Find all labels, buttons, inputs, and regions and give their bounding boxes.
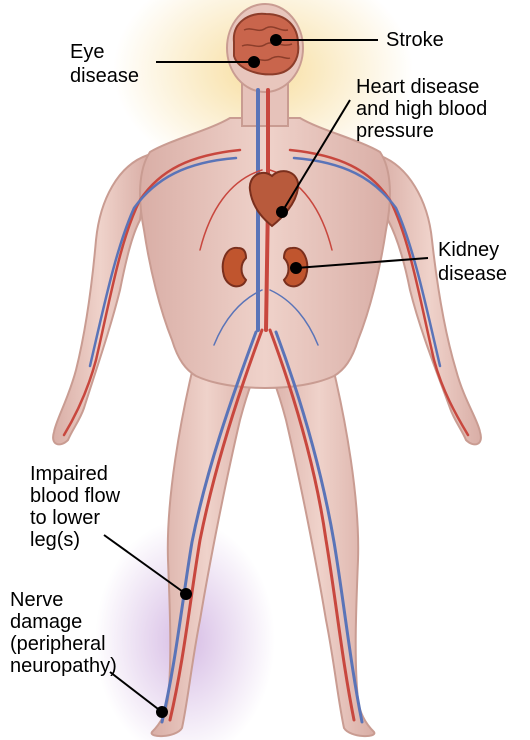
right-arm xyxy=(378,155,481,444)
torso xyxy=(140,118,390,388)
label-kidney-disease: Kidney disease xyxy=(438,239,507,285)
label-legflow-line-1: Impaired xyxy=(30,463,108,485)
label-stroke-line-1: Stroke xyxy=(386,29,444,51)
kidney-dot xyxy=(290,262,302,274)
label-nerve-line-2: damage xyxy=(10,611,82,633)
label-nerve-line-1: Nerve xyxy=(10,589,63,611)
label-legflow-line-2: blood flow xyxy=(30,485,121,507)
label-legflow-line-4: leg(s) xyxy=(30,529,80,551)
label-kidney-line-1: Kidney xyxy=(438,239,499,261)
legflow-dot xyxy=(180,588,192,600)
label-eye-line-2: disease xyxy=(70,65,139,87)
left-kidney xyxy=(223,248,246,287)
label-heart-disease: Heart disease and high blood pressure xyxy=(356,76,493,142)
stroke-dot xyxy=(270,34,282,46)
label-heart-line-2: and high blood xyxy=(356,98,487,120)
label-nerve-line-3: (peripheral xyxy=(10,633,106,655)
label-impaired-blood-flow: Impaired blood flow to lower leg(s) xyxy=(30,463,126,551)
label-nerve-line-4: neuropathy) xyxy=(10,655,117,677)
right-leg xyxy=(264,355,374,736)
label-legflow-line-3: to lower xyxy=(30,507,100,529)
label-heart-line-1: Heart disease xyxy=(356,76,479,98)
left-arm xyxy=(53,155,148,444)
label-eye-line-1: Eye xyxy=(70,41,104,63)
label-kidney-line-2: disease xyxy=(438,263,507,285)
heart-dot xyxy=(276,206,288,218)
label-heart-line-3: pressure xyxy=(356,120,434,142)
eye-dot xyxy=(248,56,260,68)
label-stroke: Stroke xyxy=(386,29,444,51)
nerve-dot xyxy=(156,706,168,718)
